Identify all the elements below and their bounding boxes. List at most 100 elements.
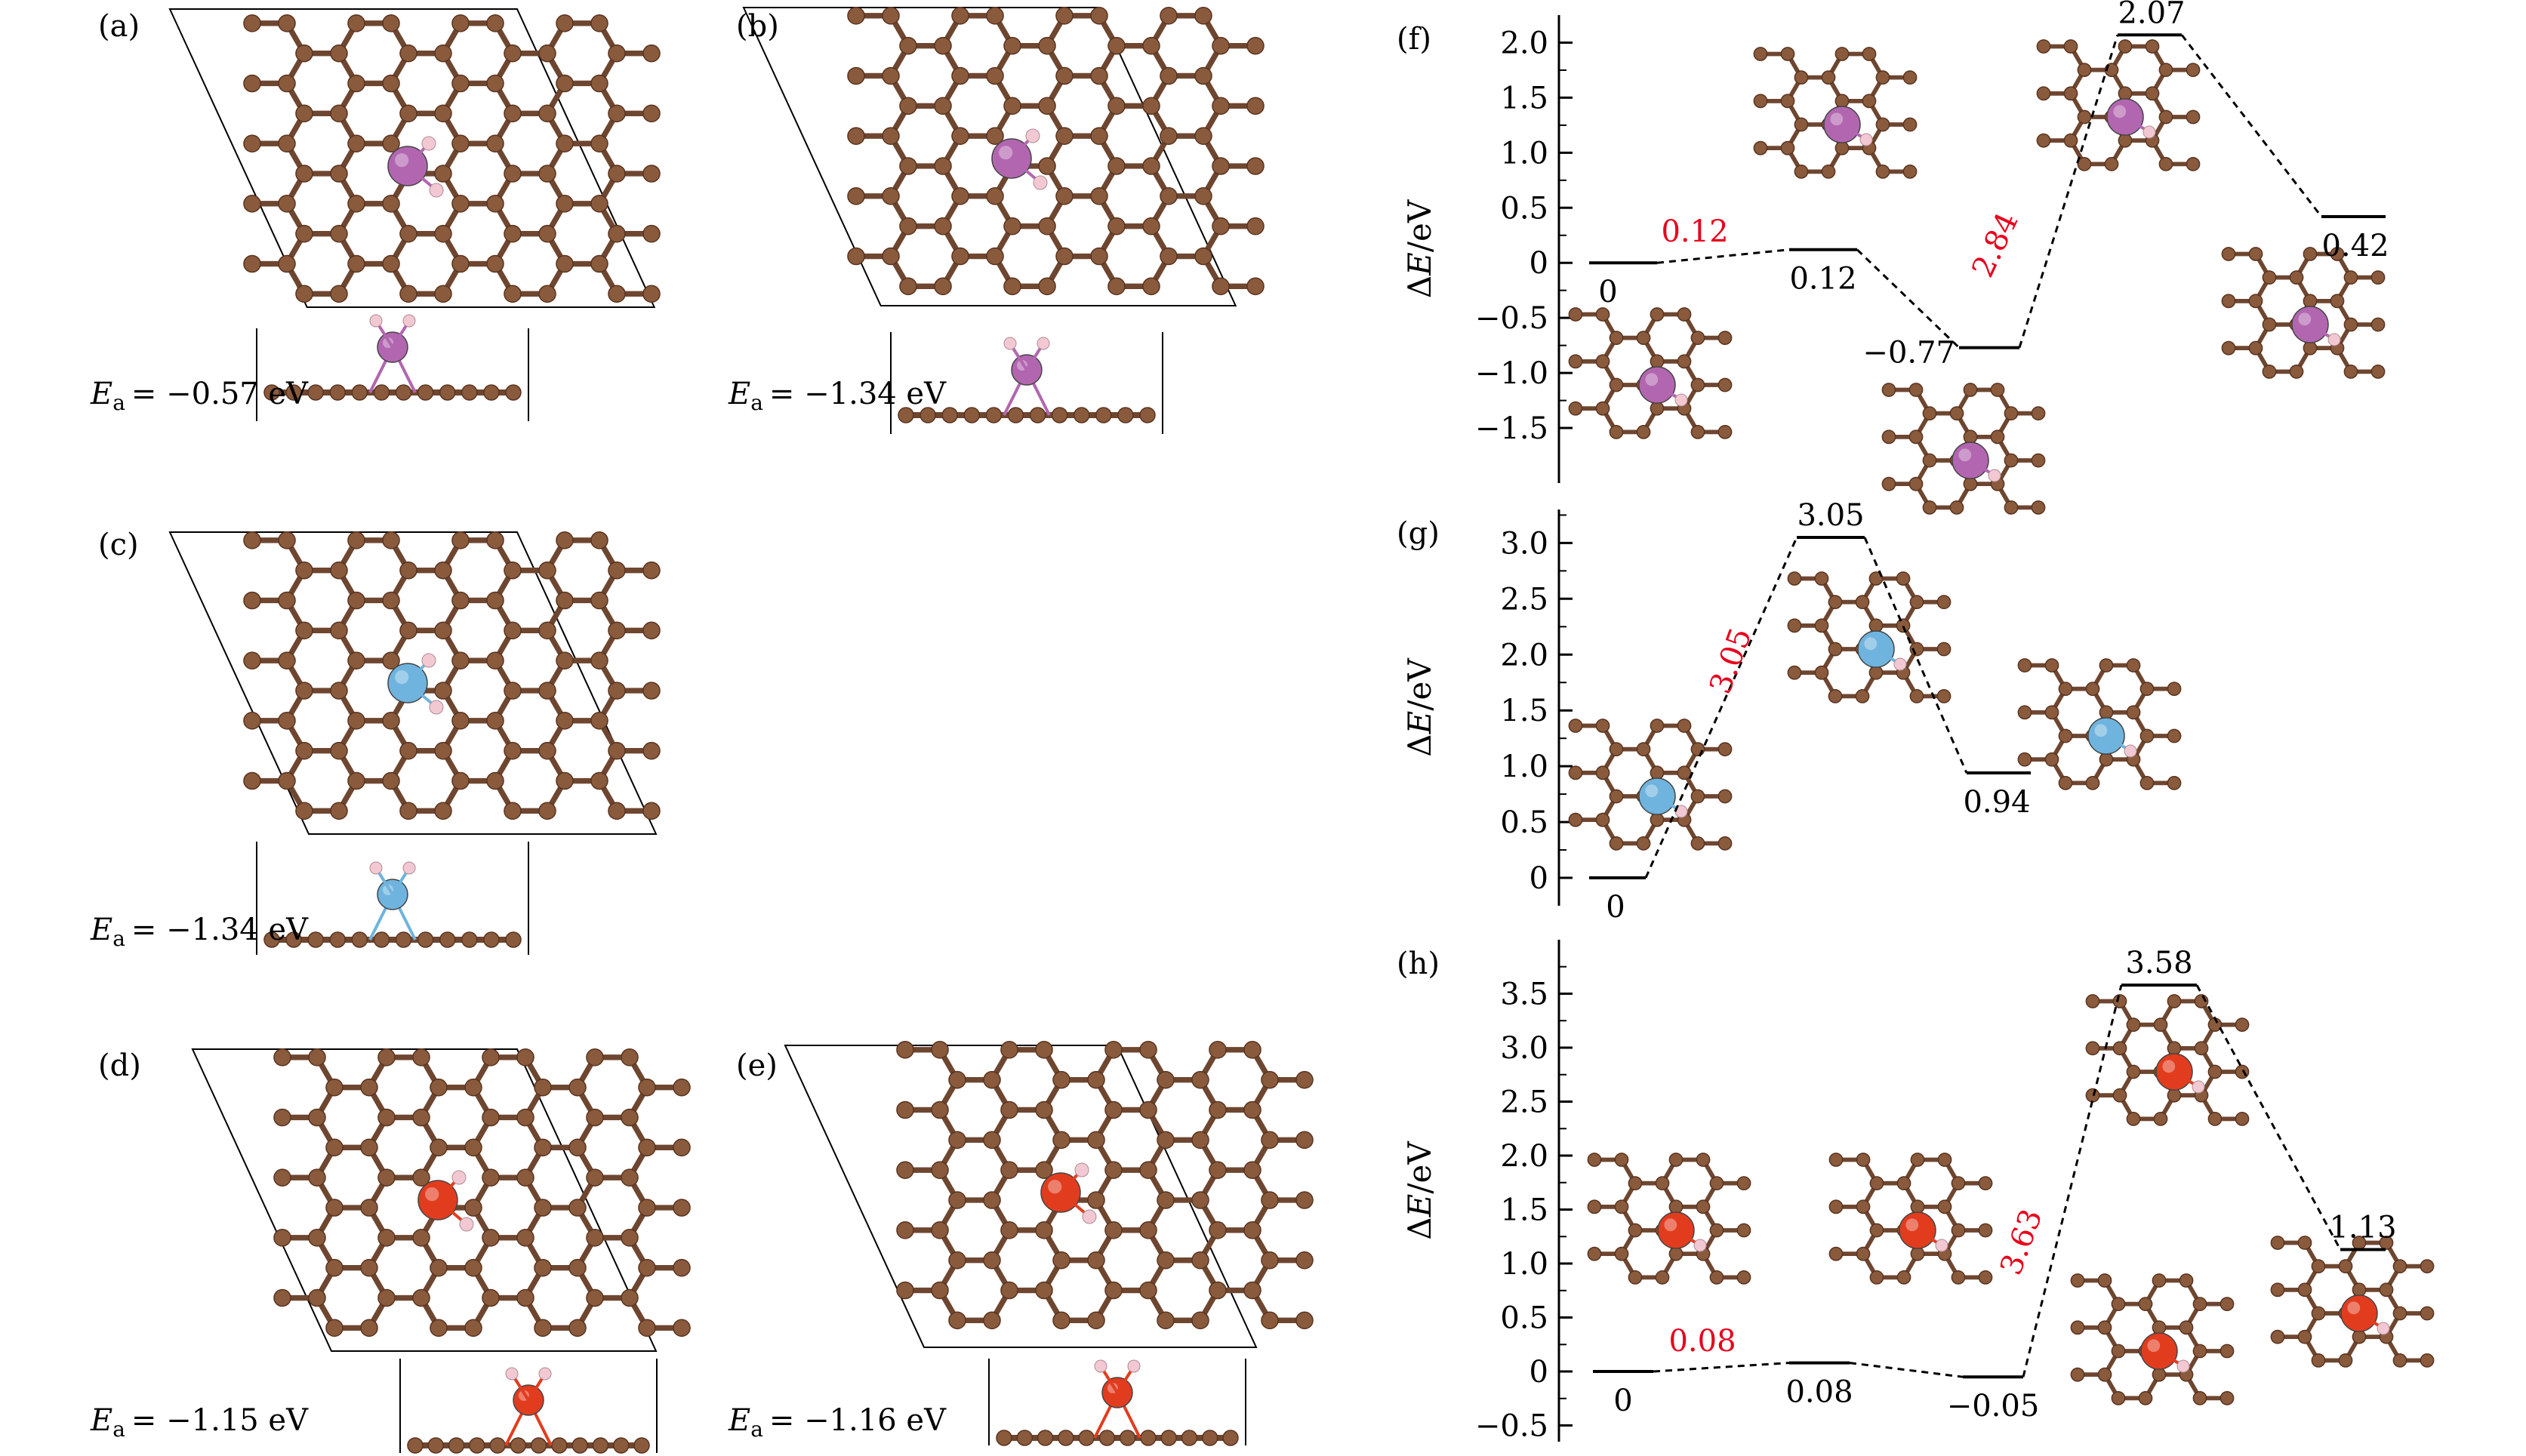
carbon-atom — [1038, 36, 1056, 55]
carbon-atom — [516, 1168, 534, 1187]
carbon-atom — [2153, 1017, 2168, 1033]
carbon-atom — [1055, 127, 1074, 145]
carbon-atom — [2221, 340, 2236, 356]
hydrogen-atom — [421, 653, 436, 668]
atom-highlight — [2113, 105, 2127, 119]
carbon-atom — [483, 931, 500, 948]
carbon-atom — [382, 712, 400, 730]
carbon-atom — [307, 931, 324, 948]
carbon-atom — [2338, 1259, 2353, 1274]
carbon-atom — [1038, 277, 1056, 296]
carbon-atom — [482, 1048, 500, 1067]
carbon-atom — [1951, 1270, 1966, 1285]
carbon-atom — [586, 1108, 604, 1127]
carbon-atom — [2112, 994, 2127, 1008]
carbon-atom — [1828, 1199, 1844, 1214]
carbon-atom — [1055, 187, 1074, 205]
energy-symbol: E — [90, 1403, 112, 1438]
inset-lattice — [2017, 658, 2182, 790]
carbon-atom — [2111, 1297, 2126, 1312]
energy-level-label: −0.77 — [1862, 336, 1955, 371]
carbon-atom — [642, 165, 661, 183]
carbon-atom — [1087, 1070, 1105, 1089]
carbon-atom — [586, 1229, 604, 1247]
carbon-atom — [1055, 66, 1074, 85]
carbon-atom — [1896, 1270, 1911, 1285]
carbon-atom — [504, 165, 522, 183]
carbon-atom — [347, 712, 365, 730]
carbon-atom — [2392, 1353, 2407, 1368]
structure-panel-c: (c)Ea= −1.34 eV — [90, 528, 661, 955]
inset-lattice — [1787, 571, 1951, 703]
carbon-atom — [934, 36, 952, 55]
carbon-atom — [2111, 1344, 2126, 1359]
carbon-atom — [307, 384, 324, 401]
carbon-atom — [1052, 1311, 1070, 1330]
top-view-lattice — [847, 7, 1265, 296]
carbon-atom — [948, 1251, 966, 1270]
energy-level-label: 0 — [1606, 890, 1625, 925]
carbon-atom — [568, 1199, 587, 1217]
carbon-atom — [1119, 1430, 1136, 1446]
energy-level-label: 3.05 — [1797, 498, 1864, 533]
carbon-atom — [464, 1258, 482, 1277]
lattice-atoms — [896, 1041, 1314, 1330]
y-tick-label: 3.0 — [1500, 526, 1548, 561]
carbon-atom — [439, 384, 456, 401]
carbon-atom — [1650, 719, 1665, 733]
carbon-atom — [504, 285, 522, 303]
carbon-atom — [434, 802, 452, 820]
carbon-atom — [1104, 1281, 1123, 1300]
carbon-atom — [1209, 1221, 1227, 1239]
carbon-atom — [621, 1168, 639, 1187]
carbon-atom — [1295, 1070, 1314, 1089]
y-tick-label: 0 — [1529, 1355, 1548, 1390]
carbon-atom — [538, 224, 556, 243]
structure-panel-a: (a)Ea= −0.57 eV — [90, 8, 661, 421]
carbon-atom — [295, 561, 313, 580]
carbon-atom — [1104, 1041, 1123, 1059]
lattice-atoms — [1828, 1153, 1993, 1285]
carbon-atom — [1828, 688, 1843, 703]
carbon-atom — [538, 165, 556, 183]
energy-symbol: E — [728, 1403, 750, 1438]
carbon-atom — [2192, 1390, 2207, 1405]
carbon-atom — [351, 931, 368, 948]
carbon-atom — [451, 195, 470, 213]
carbon-atom — [1717, 742, 1733, 757]
carbon-atom — [483, 384, 500, 401]
energy-symbol: E — [1401, 252, 1438, 276]
carbon-atom — [2118, 39, 2133, 54]
carbon-atom — [510, 1437, 527, 1454]
carbon-atom — [382, 74, 400, 93]
hydrogen-atom — [538, 1367, 552, 1381]
carbon-atom — [373, 931, 390, 948]
atom-highlight — [1664, 1218, 1677, 1232]
carbon-atom — [243, 771, 261, 790]
carbon-atom — [1052, 1251, 1070, 1270]
carbon-atom — [1191, 1131, 1209, 1150]
carbon-atom — [1881, 429, 1896, 445]
adsorption-energy: Ea= −1.34 eV — [728, 377, 947, 415]
carbon-atom — [896, 1041, 914, 1059]
carbon-atom — [898, 407, 914, 423]
y-axis-label: ΔE/eV — [1401, 199, 1438, 298]
carbon-atom — [590, 134, 608, 152]
carbon-atom — [1139, 407, 1156, 423]
carbon-atom — [621, 1288, 639, 1307]
carbon-atom — [1295, 1251, 1314, 1270]
carbon-atom — [1160, 1430, 1177, 1446]
carbon-atom — [1902, 70, 1918, 85]
carbon-atom — [2139, 682, 2155, 697]
carbon-atom — [504, 741, 522, 760]
carbon-atom — [347, 591, 365, 610]
carbon-atom — [1821, 70, 1836, 85]
barrier-label: 3.05 — [1703, 623, 1759, 698]
carbon-atom — [451, 254, 470, 273]
side-view — [988, 1359, 1246, 1446]
unit-cell-outline — [168, 531, 658, 835]
carbon-atom — [377, 1168, 396, 1187]
inset-lattice — [2085, 994, 2250, 1126]
carbon-atom — [534, 1199, 552, 1217]
carbon-atom — [1142, 217, 1160, 235]
